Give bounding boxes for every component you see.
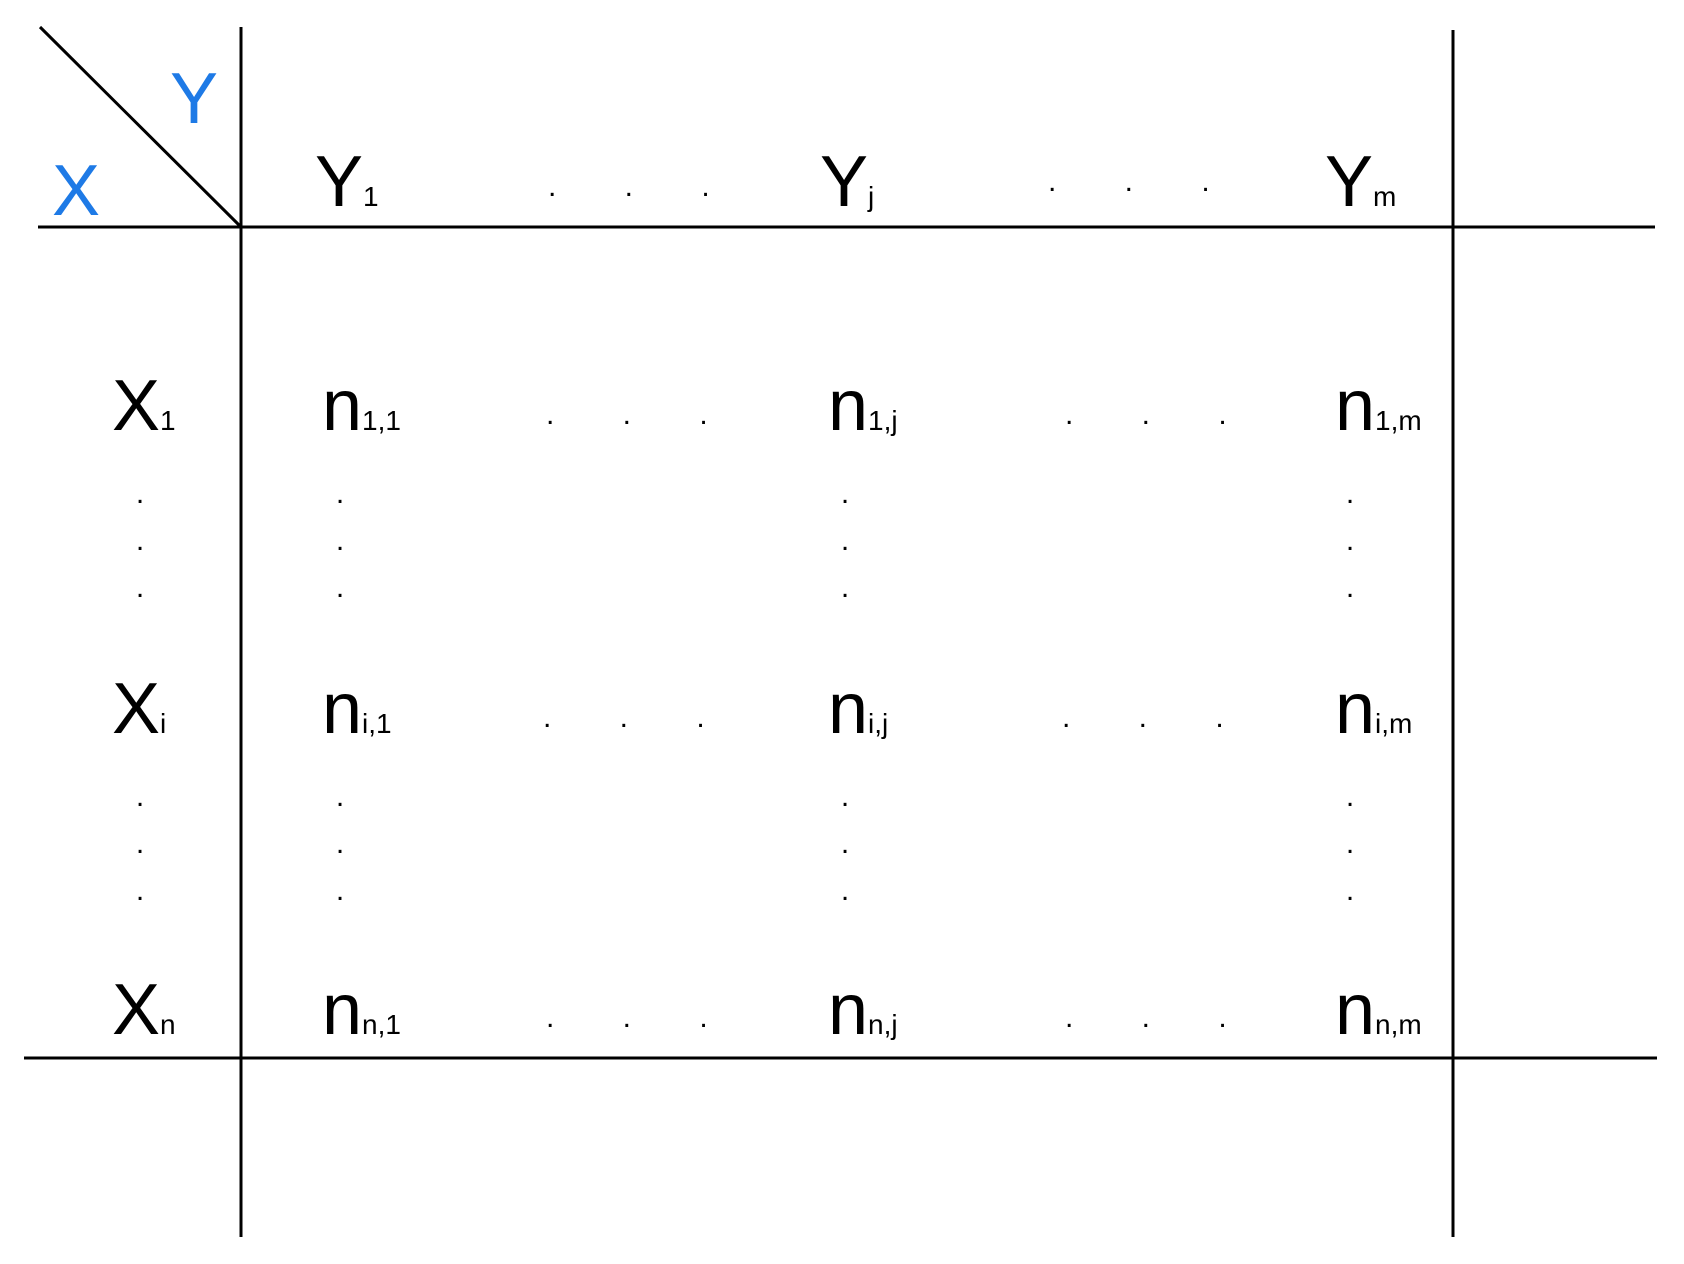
vertical-ellipsis-colj-lower: . . . — [840, 780, 850, 907]
cell-i-1: ni,1 — [322, 669, 392, 749]
column-header-ellipsis-1: . . . — [548, 170, 740, 203]
row-header-n: Xn — [112, 970, 176, 1050]
row-1-ellipsis-1: . . . — [546, 398, 738, 431]
vertical-ellipsis-colj-upper: . . . — [840, 477, 850, 604]
corner-y-label: Y — [170, 59, 219, 139]
vertical-ellipsis-rowheader-upper: . . . — [135, 477, 145, 604]
vertical-ellipsis-col1-lower: . . . — [335, 780, 345, 907]
column-header-m: Ym — [1325, 142, 1397, 222]
cell-n-1: nn,1 — [322, 970, 401, 1050]
vertical-ellipsis-colm-upper: . . . — [1345, 477, 1355, 604]
cell-n-m: nn,m — [1335, 970, 1422, 1050]
row-1-ellipsis-2: . . . — [1065, 398, 1257, 431]
cell-i-j: ni,j — [828, 669, 889, 749]
row-header-1: X1 — [112, 366, 176, 446]
vertical-ellipsis-col1-upper: . . . — [335, 477, 345, 604]
cell-1-1: n1,1 — [322, 366, 401, 446]
vertical-ellipsis-rowheader-lower: . . . — [135, 780, 145, 907]
vertical-ellipsis-colm-lower: . . . — [1345, 780, 1355, 907]
row-n-ellipsis-1: . . . — [546, 1001, 738, 1034]
cell-n-j: nn,j — [828, 970, 898, 1050]
row-i-ellipsis-1: . . . — [543, 701, 735, 734]
cell-1-j: n1,j — [828, 366, 898, 446]
column-header-ellipsis-2: . . . — [1048, 165, 1240, 198]
row-header-i: Xi — [112, 669, 167, 749]
row-n-ellipsis-2: . . . — [1065, 1001, 1257, 1034]
cell-i-m: ni,m — [1335, 669, 1413, 749]
cell-1-m: n1,m — [1335, 366, 1422, 446]
column-header-j: Yj — [820, 142, 875, 222]
column-header-1: Y1 — [315, 142, 379, 222]
row-i-ellipsis-2: . . . — [1062, 701, 1254, 734]
corner-x-label: X — [52, 151, 101, 231]
corner-diagonal-line — [38, 25, 243, 229]
